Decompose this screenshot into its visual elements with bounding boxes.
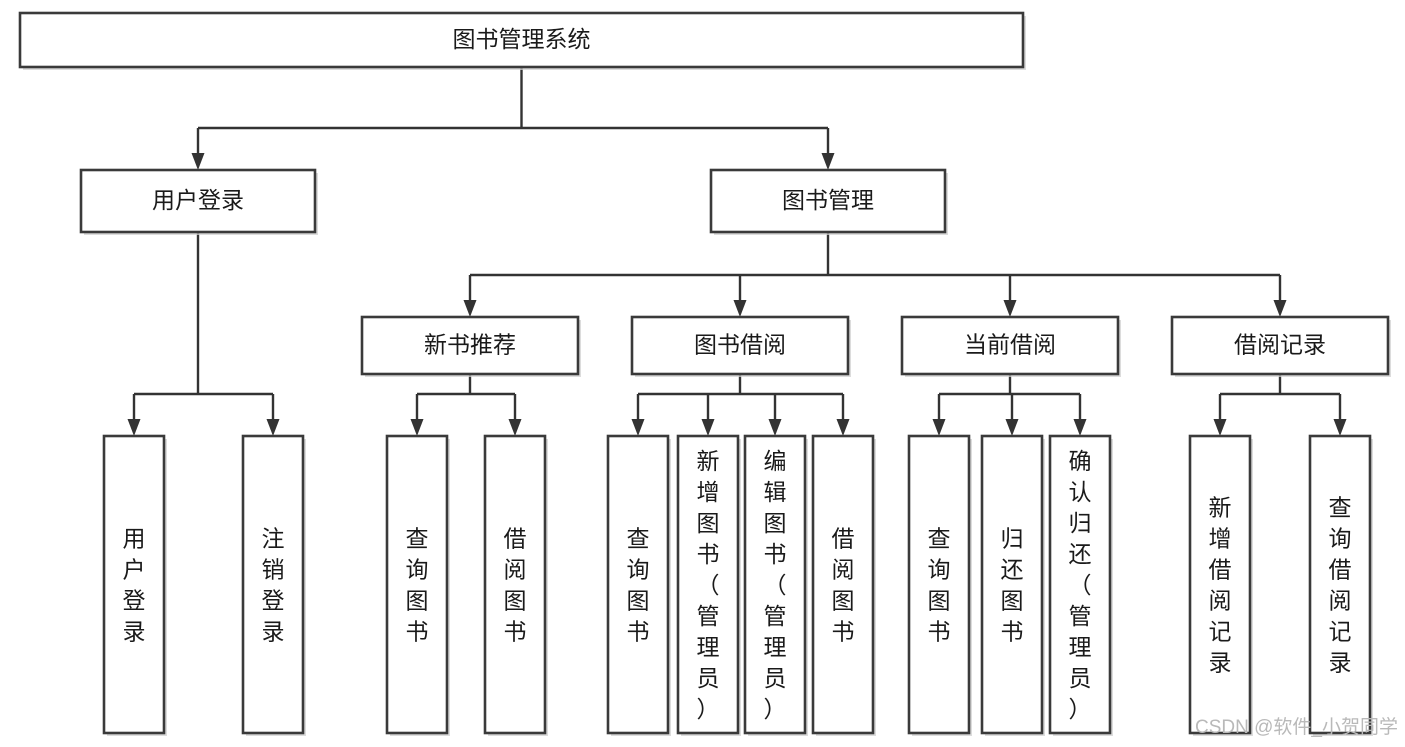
node-root[interactable]: 图书管理系统 xyxy=(18,11,1026,70)
node-rect[interactable] xyxy=(980,434,1044,735)
connector-group-book-borrow xyxy=(631,374,850,436)
node-label: 图书管理 xyxy=(782,187,874,213)
node-label: 查询借阅记录 xyxy=(1329,495,1352,676)
node-label: 图书借阅 xyxy=(694,332,786,358)
node-rect[interactable] xyxy=(79,168,317,234)
node-leaf-add-book[interactable]: 新增图书（管理员） xyxy=(676,434,741,736)
node-rect[interactable] xyxy=(743,434,807,735)
csdn-watermark: CSDN @软件_小贺同学 xyxy=(1195,716,1398,738)
node-leaf-confirm-return[interactable]: 确认归还（管理员） xyxy=(1048,434,1113,736)
node-rect[interactable] xyxy=(1170,315,1390,376)
node-label: 新增借阅记录 xyxy=(1209,495,1232,676)
node-label: 图书管理系统 xyxy=(453,26,591,52)
node-book-manage[interactable]: 图书管理 xyxy=(709,168,948,235)
node-label: 编辑图书（管理员） xyxy=(764,448,787,722)
node-borrow-record[interactable]: 借阅记录 xyxy=(1170,315,1391,377)
node-new-book-recommend[interactable]: 新书推荐 xyxy=(360,315,581,377)
node-leaf-borrow-book-rec[interactable]: 借阅图书 xyxy=(483,434,548,736)
node-leaf-query-record[interactable]: 查询借阅记录 xyxy=(1308,434,1373,736)
node-rect[interactable] xyxy=(907,434,971,735)
node-rect[interactable] xyxy=(630,315,850,376)
node-label: 新书推荐 xyxy=(424,332,516,358)
node-leaf-query-book-cb[interactable]: 查询图书 xyxy=(907,434,972,736)
node-label: 当前借阅 xyxy=(964,332,1056,358)
node-label: 查询图书 xyxy=(928,526,951,645)
node-rect[interactable] xyxy=(18,11,1025,69)
node-label: 借阅图书 xyxy=(504,526,527,645)
node-leaf-query-book-rec[interactable]: 查询图书 xyxy=(385,434,450,736)
node-user-login[interactable]: 用户登录 xyxy=(79,168,318,235)
node-leaf-user-logout[interactable]: 注销登录 xyxy=(241,434,306,736)
node-leaf-query-book-br[interactable]: 查询图书 xyxy=(606,434,671,736)
node-rect[interactable] xyxy=(676,434,740,735)
node-label: 确认归还（管理员） xyxy=(1069,448,1092,722)
node-leaf-edit-book[interactable]: 编辑图书（管理员） xyxy=(743,434,808,736)
node-current-borrow[interactable]: 当前借阅 xyxy=(900,315,1121,377)
node-rect[interactable] xyxy=(360,315,580,376)
node-rect[interactable] xyxy=(241,434,305,735)
node-label: 归还图书 xyxy=(1001,526,1024,645)
connector-group-current-borrow xyxy=(932,374,1087,436)
node-rect[interactable] xyxy=(1188,434,1252,735)
connector-group-root xyxy=(191,67,835,170)
node-rect[interactable] xyxy=(606,434,670,735)
node-rect[interactable] xyxy=(385,434,449,735)
node-label: 用户登录 xyxy=(152,187,244,213)
node-rect[interactable] xyxy=(1048,434,1112,735)
node-leaf-borrow-book-br[interactable]: 借阅图书 xyxy=(811,434,876,736)
node-leaf-return-book[interactable]: 归还图书 xyxy=(980,434,1045,736)
node-label: 用户登录 xyxy=(123,526,146,645)
connector-group-new-book-recommend xyxy=(410,374,522,436)
node-label: 新增图书（管理员） xyxy=(697,448,720,722)
node-rect[interactable] xyxy=(102,434,166,735)
node-label: 注销登录 xyxy=(262,526,285,645)
node-rect[interactable] xyxy=(483,434,547,735)
connector-group-borrow-record xyxy=(1213,374,1347,436)
node-leaf-user-login[interactable]: 用户登录 xyxy=(102,434,167,736)
node-leaf-add-record[interactable]: 新增借阅记录 xyxy=(1188,434,1253,736)
node-layer: 图书管理系统用户登录图书管理新书推荐图书借阅当前借阅借阅记录用户登录注销登录查询… xyxy=(18,11,1391,736)
node-book-borrow[interactable]: 图书借阅 xyxy=(630,315,851,377)
node-label: 借阅记录 xyxy=(1234,332,1326,358)
connector-layer xyxy=(127,67,1347,436)
node-rect[interactable] xyxy=(900,315,1120,376)
node-rect[interactable] xyxy=(1308,434,1372,735)
node-label: 查询图书 xyxy=(406,526,429,645)
node-label: 借阅图书 xyxy=(832,526,855,645)
connector-group-book-manage xyxy=(463,232,1287,317)
node-rect[interactable] xyxy=(709,168,947,234)
node-label: 查询图书 xyxy=(627,526,650,645)
connector-group-user-login xyxy=(127,232,280,436)
node-rect[interactable] xyxy=(811,434,875,735)
